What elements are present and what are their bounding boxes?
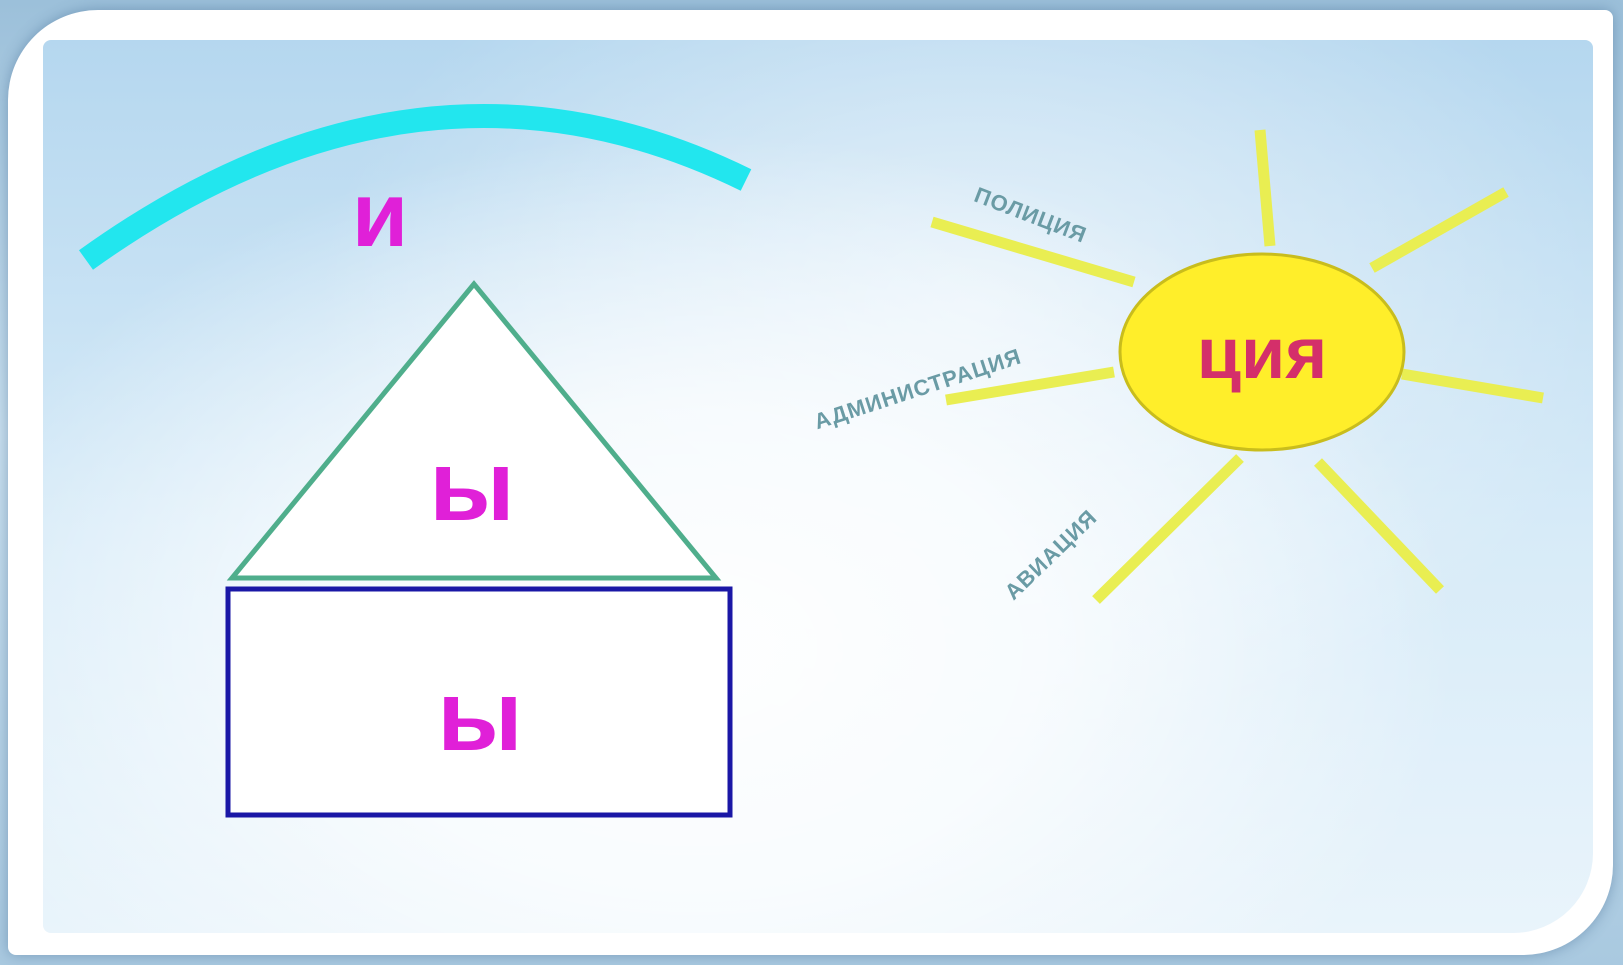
arc-shape	[79, 104, 752, 270]
arc-letter: и	[352, 164, 409, 266]
sun-ray	[945, 366, 1115, 406]
rectangle-base	[225, 586, 733, 818]
rectangle-letter: ы	[437, 660, 522, 772]
sun-ray	[1401, 368, 1544, 404]
sun-circle	[1118, 252, 1406, 452]
sun-ray	[1254, 129, 1276, 247]
sun-ray	[1369, 187, 1509, 273]
sun-ray	[930, 216, 1136, 288]
triangle-letter: ы	[429, 430, 514, 542]
triangle-roof	[226, 280, 722, 581]
ray-word-bottom: АВИАЦИЯ	[1000, 505, 1102, 605]
sun-ray	[1314, 458, 1444, 594]
sun-ray	[1092, 454, 1244, 604]
sun-rays	[930, 129, 1544, 604]
sun-center-text: ция	[1197, 314, 1328, 394]
